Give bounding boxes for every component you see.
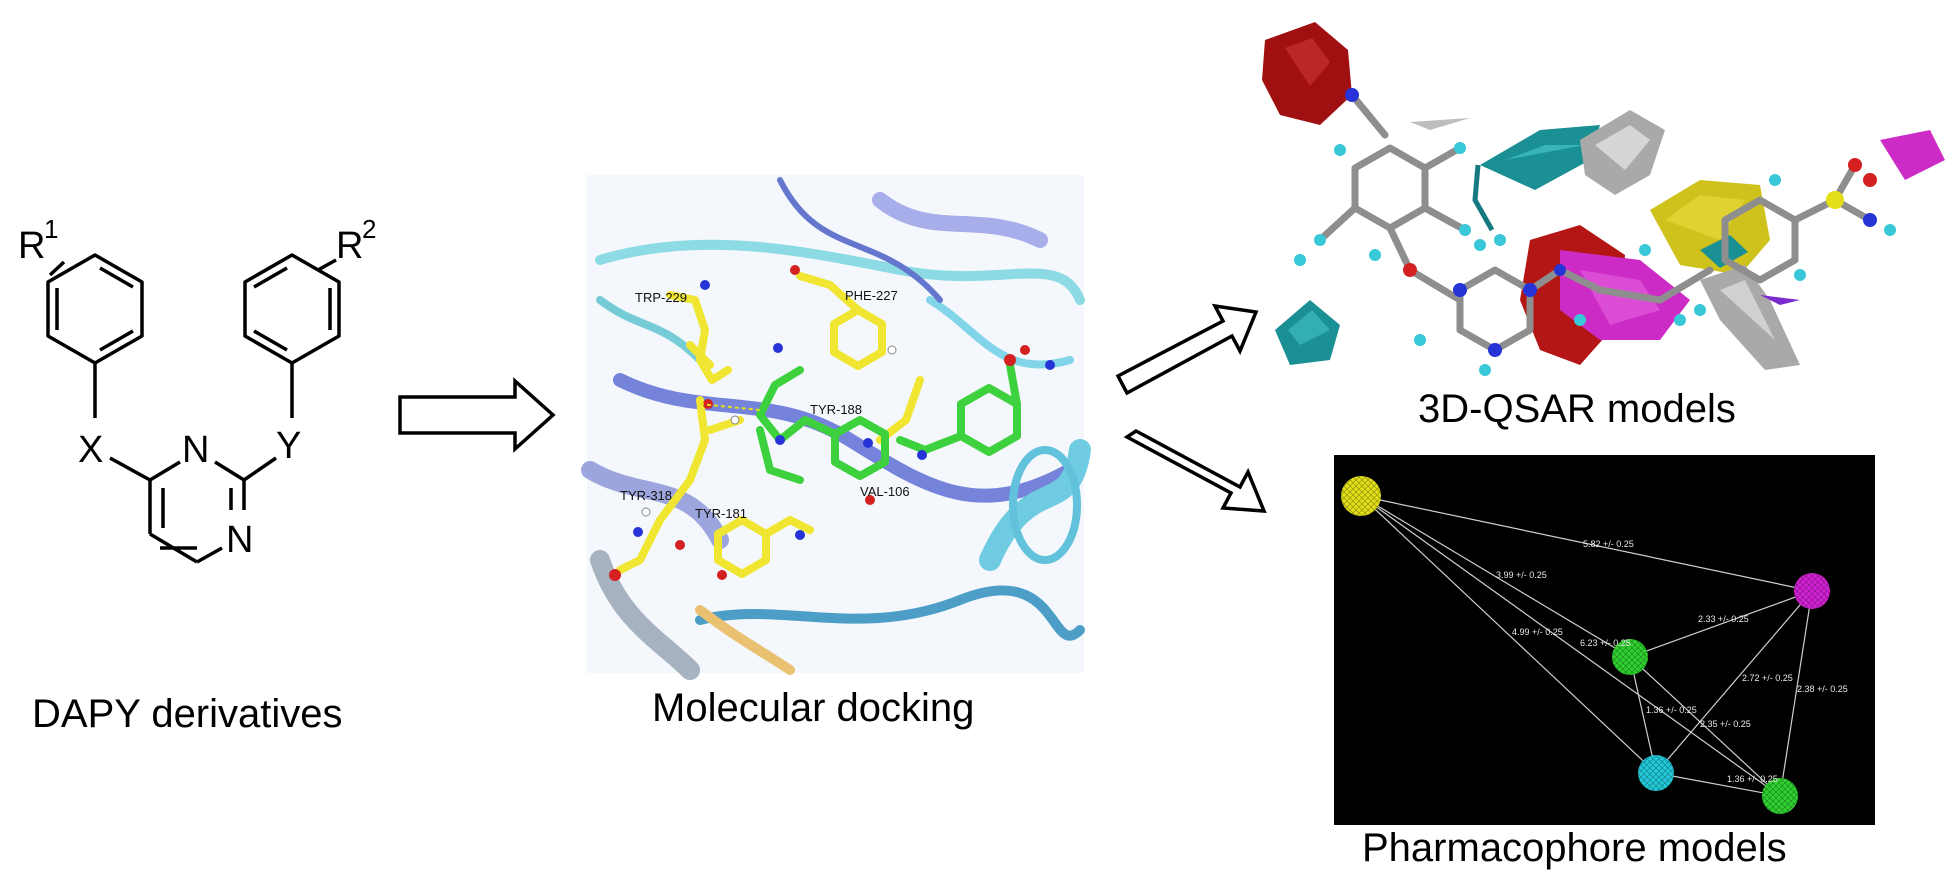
x-linker-label: X: [78, 429, 103, 471]
distance-label-5: 6.23 +/- 0.25: [1580, 638, 1631, 648]
qsar-field-gray-2: [1700, 265, 1800, 370]
distance-label-2: 3.99 +/- 0.25: [1496, 570, 1547, 580]
feature-hydrophobe: [1341, 476, 1381, 516]
feature-aromatic: [1638, 755, 1674, 791]
residue-label-tyr188: TYR-188: [810, 402, 862, 417]
arrow-to-docking: [398, 377, 556, 453]
pharmacophore-panel: 5.82 +/- 0.25 3.99 +/- 0.25 2.33 +/- 0.2…: [1334, 455, 1875, 825]
r1-label: R: [18, 225, 45, 267]
docking-panel: PHE-227 TRP-229 TYR-188 TYR-318 TYR-181 …: [581, 175, 1091, 680]
residue-label-val106: VAL-106: [860, 484, 910, 499]
docking-atoms: [609, 265, 1055, 581]
distance-label-4: 4.99 +/- 0.25: [1512, 627, 1563, 637]
caption-3d-qsar-models: 3D-QSAR models: [1418, 387, 1736, 431]
dapy-structure: [46, 253, 341, 564]
arrow-to-pharmacophore: [1123, 428, 1267, 513]
residue-label-tyr181: TYR-181: [695, 506, 747, 521]
qsar-atoms: [1294, 88, 1896, 376]
r1-bond: [48, 260, 66, 277]
r1-superscript: 1: [44, 214, 58, 244]
right-benzene-ring: [243, 253, 341, 418]
distance-label-10: 1.36 +/- 0.25: [1727, 774, 1778, 784]
distance-label-1: 5.82 +/- 0.25: [1583, 539, 1634, 549]
distance-label-6: 2.72 +/- 0.25: [1742, 673, 1793, 683]
pyrimidine-ring: [109, 456, 277, 564]
distance-label-3: 2.33 +/- 0.25: [1698, 614, 1749, 624]
distance-label-8: 1.36 +/- 0.25: [1646, 705, 1697, 715]
y-linker-label: Y: [276, 425, 301, 467]
caption-molecular-docking: Molecular docking: [652, 686, 975, 730]
feature-donor-1: [1612, 639, 1648, 675]
caption-pharmacophore-models: Pharmacophore models: [1362, 826, 1787, 870]
residue-label-trp229: TRP-229: [635, 290, 687, 305]
qsar-panel: [1262, 22, 1945, 376]
residue-label-phe227: PHE-227: [845, 288, 898, 303]
caption-dapy-derivatives: DAPY derivatives: [32, 692, 343, 736]
distance-label-9: 2.35 +/- 0.25: [1700, 719, 1751, 729]
pyrimidine-n2-label: N: [226, 519, 253, 561]
pharmacophore-edges: [1360, 495, 1813, 797]
feature-donor-2: [1762, 778, 1798, 814]
r2-superscript: 2: [362, 214, 376, 244]
left-benzene-ring: [46, 253, 144, 418]
qsar-field-magenta-right: [1880, 130, 1945, 180]
distance-label-7: 2.38 +/- 0.25: [1797, 684, 1848, 694]
qsar-field-teal-upper: [1480, 125, 1600, 190]
r2-label: R: [336, 225, 363, 267]
feature-acceptor: [1794, 573, 1830, 609]
arrow-to-qsar: [1115, 303, 1259, 396]
pyrimidine-n1-label: N: [182, 429, 209, 471]
residue-label-tyr318: TYR-318: [620, 488, 672, 503]
